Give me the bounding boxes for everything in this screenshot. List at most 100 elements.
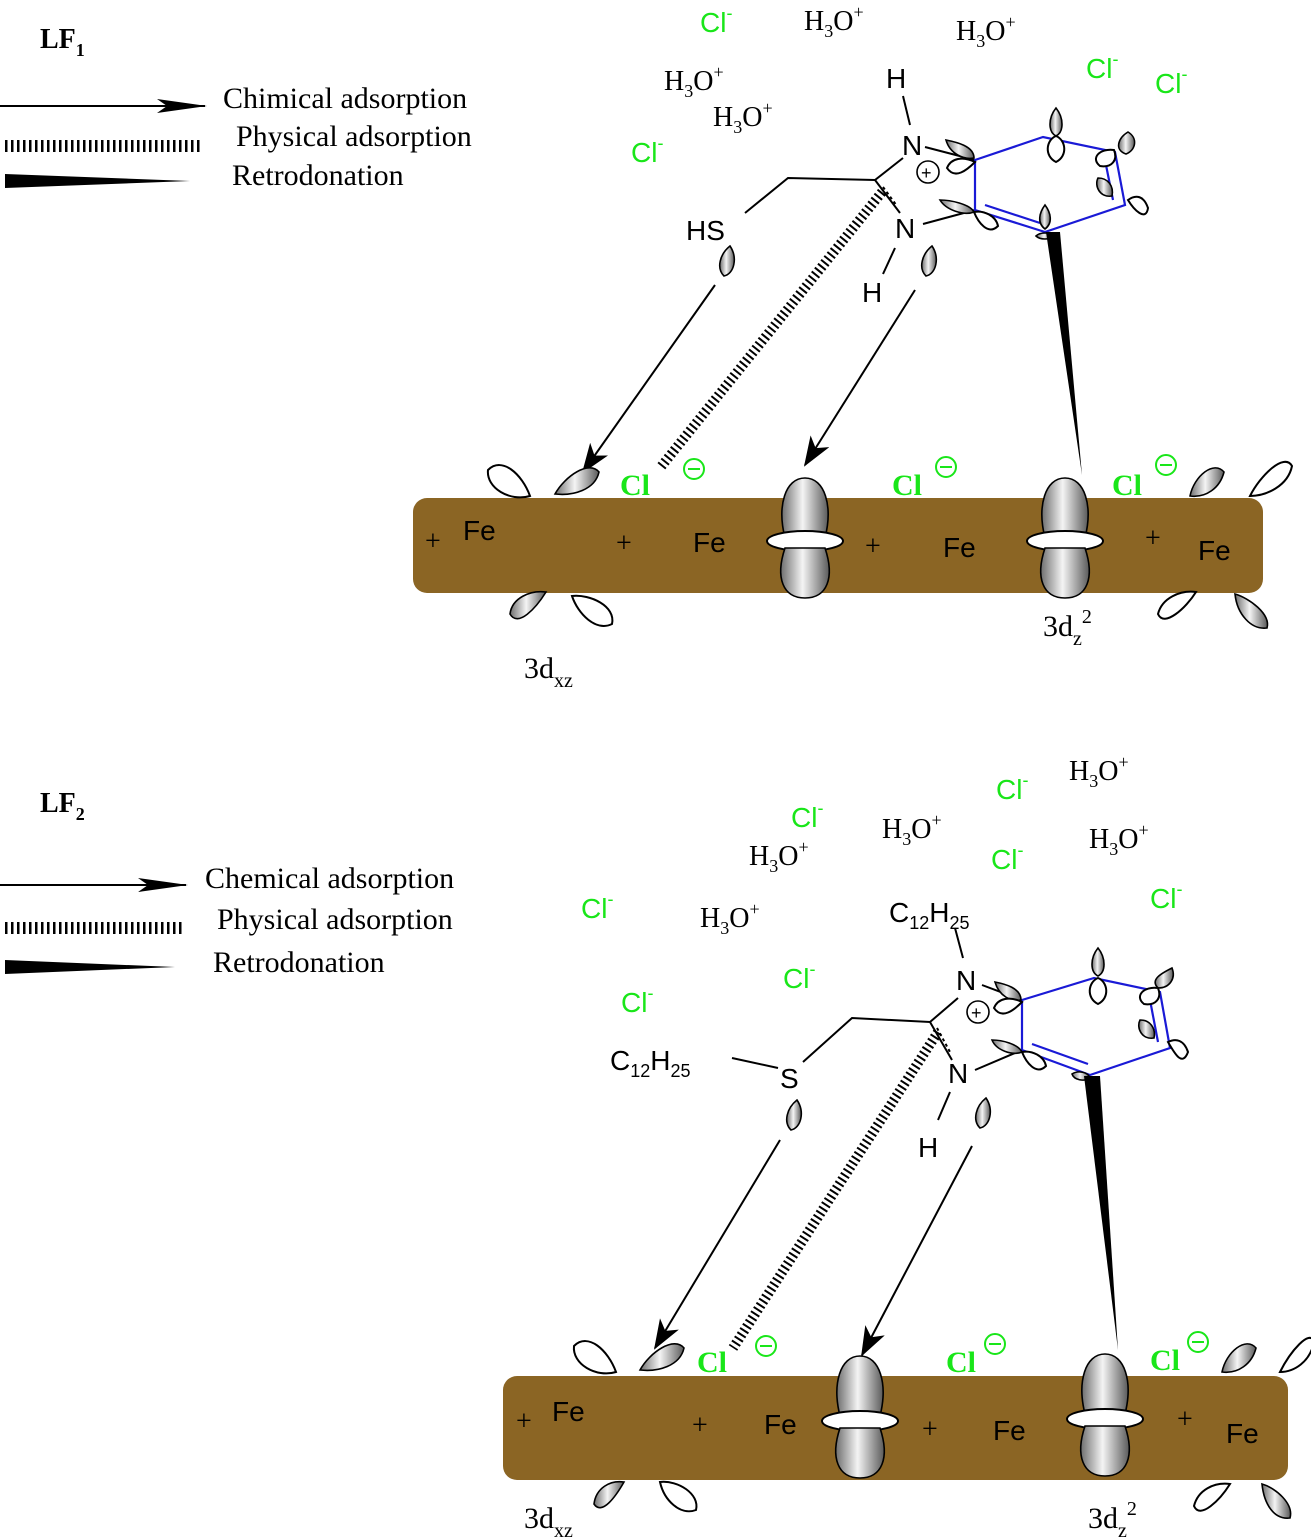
- n-atom-top: N: [902, 130, 922, 161]
- chemical-adsorption-arrow: [803, 289, 916, 467]
- surface-plus: +: [692, 1410, 708, 1441]
- hydronium-ion: H3O+: [804, 2, 864, 41]
- negative-charge-icon: [683, 458, 705, 480]
- dxz-orbital-lobe: [553, 467, 600, 496]
- s-lone-pair-orbital: [785, 1098, 803, 1131]
- positive-charge-icon: [966, 1000, 990, 1024]
- positive-charge-icon: [916, 160, 940, 184]
- panel-lf2: LF2 Chemical adsorption Physical adsorpt…: [0, 752, 1311, 1540]
- alkyl-chain-s: C12H25: [610, 1045, 691, 1081]
- alkyl-chain-top: C12H25: [889, 897, 970, 933]
- solution-ions: Cl- Cl- Cl- Cl- H3O+ H3O+ H3O+ H3O+: [631, 2, 1187, 168]
- n-atom-bottom: N: [948, 1058, 968, 1089]
- hydronium-ion: H3O+: [664, 62, 724, 101]
- chloride-ion: Cl-: [700, 3, 732, 38]
- inhibitor-molecule: C12H25 N + N H C12H25 S: [610, 897, 1190, 1163]
- fe-atom: Fe: [764, 1409, 797, 1440]
- dxz-orbital-lobe: [638, 1343, 685, 1372]
- panel-label: LF2: [40, 788, 85, 824]
- surface-plus: +: [516, 1406, 532, 1437]
- dxz-orbital-lobe: [509, 590, 548, 620]
- surface-plus: +: [425, 526, 441, 557]
- fe-atom: Fe: [463, 515, 496, 546]
- chloride-ion: Cl-: [1155, 64, 1187, 99]
- benzene-ring: [973, 135, 1127, 234]
- negative-charge-icon: [755, 1335, 777, 1357]
- orbital-label-dxz: 3dxz: [524, 1502, 573, 1540]
- dxz-orbital-lobe: [1192, 1482, 1232, 1512]
- legend-retro-label: Retrodonation: [213, 946, 385, 979]
- orbital-label-dz2: 3dz2: [1088, 1498, 1137, 1540]
- negative-charge-icon: [984, 1333, 1006, 1355]
- legend-retro-label: Retrodonation: [232, 159, 404, 192]
- s-lone-pair-orbital: [718, 244, 736, 277]
- chloride-ion: Cl-: [631, 133, 663, 168]
- chloride-ion: Cl-: [581, 889, 613, 924]
- dxz-orbital-lobe: [1248, 460, 1294, 498]
- legend: Chemical adsorption Physical adsorption …: [0, 862, 454, 979]
- hydronium-ion: H3O+: [713, 98, 773, 137]
- n-atom-bottom: N: [895, 213, 915, 244]
- negative-charge-icon: [935, 456, 957, 478]
- plus-icon: +: [921, 163, 932, 183]
- surface-plus: +: [1145, 523, 1161, 554]
- surface-chloride: Cl: [620, 469, 650, 502]
- physical-adsorption-hatch: [728, 1029, 943, 1351]
- negative-charge-icon: [1187, 1331, 1209, 1353]
- n-lone-pair-orbital: [920, 244, 938, 277]
- retrodonation-wedge: [5, 960, 175, 974]
- dxz-orbital-lobe: [1234, 592, 1269, 629]
- panel-lf1: LF1 Chimical adsorption Physical adsorpt…: [0, 2, 1294, 692]
- inhibitor-molecule: H N + N H HS: [686, 63, 1150, 308]
- dxz-orbital-lobe: [1189, 467, 1225, 497]
- n-lone-pair-orbital: [974, 1096, 992, 1129]
- dxz-orbital-lobe: [658, 1480, 698, 1513]
- surface-chloride: Cl: [892, 469, 922, 502]
- surface-chloride: Cl: [697, 1346, 727, 1379]
- fe-atom: Fe: [1198, 535, 1231, 566]
- fe-atom: Fe: [943, 532, 976, 563]
- retrodonation-wedge: [1084, 1076, 1118, 1350]
- plus-icon: +: [971, 1003, 982, 1023]
- orbital-label-dxz: 3dxz: [524, 652, 573, 692]
- h-atom-top: H: [886, 63, 906, 94]
- hydronium-ion: H3O+: [882, 810, 942, 849]
- hydronium-ion: H3O+: [1089, 820, 1149, 859]
- physical-adsorption-hatch: [656, 188, 886, 472]
- surface-plus: +: [616, 528, 632, 559]
- hydronium-ion: H3O+: [749, 837, 809, 876]
- dz2-orbital: [821, 1355, 899, 1479]
- fe-atom: Fe: [693, 527, 726, 558]
- retrodonation-wedge: [1046, 232, 1082, 475]
- retrodonation-wedge: [5, 174, 190, 188]
- legend: Chimical adsorption Physical adsorption …: [0, 82, 472, 192]
- negative-charge-icon: [1155, 454, 1177, 476]
- h-atom-bottom: H: [862, 277, 882, 308]
- chemical-adsorption-arrow: [653, 1139, 781, 1350]
- iron-surface: + Fe + Fe + Fe + Fe Cl Cl Cl: [503, 1331, 1311, 1540]
- orbital-label-dz2: 3dz2: [1043, 606, 1092, 650]
- benzene-ring: [1020, 976, 1172, 1077]
- fe-atom: Fe: [993, 1415, 1026, 1446]
- chloride-ion: Cl-: [1150, 879, 1182, 914]
- legend-chemical-label: Chimical adsorption: [223, 82, 467, 115]
- legend-chemical-label: Chemical adsorption: [205, 862, 454, 895]
- dxz-orbital-lobe: [486, 464, 532, 499]
- legend-physical-label: Physical adsorption: [236, 120, 472, 153]
- iron-surface: + Fe + Fe + Fe + Fe Cl Cl Cl: [413, 454, 1294, 692]
- dxz-orbital-lobe: [1156, 590, 1198, 620]
- dz2-orbital: [1026, 477, 1104, 599]
- chloride-ion: Cl-: [1086, 49, 1118, 84]
- hydronium-ion: H3O+: [700, 899, 760, 938]
- dz2-orbital: [1066, 1353, 1144, 1477]
- fe-atom: Fe: [552, 1396, 585, 1427]
- dxz-orbital-lobe: [1221, 1343, 1257, 1373]
- dxz-orbital-lobe: [1278, 1336, 1311, 1374]
- dxz-orbital-lobe: [572, 1340, 618, 1375]
- chloride-ion: Cl-: [791, 798, 823, 833]
- hydronium-ion: H3O+: [956, 12, 1016, 51]
- dxz-orbital-lobe: [570, 594, 614, 627]
- surface-chloride: Cl: [1112, 469, 1142, 502]
- thiol-group: HS: [686, 215, 725, 246]
